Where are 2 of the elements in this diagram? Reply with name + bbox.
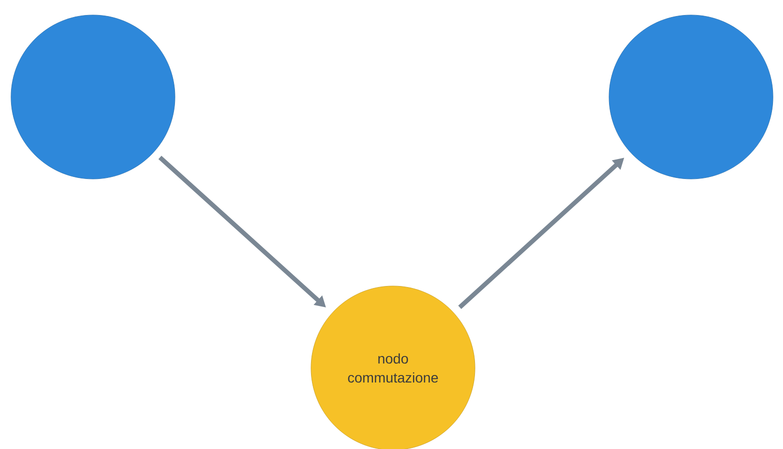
node-circle xyxy=(608,14,774,180)
node-circle xyxy=(10,14,176,180)
